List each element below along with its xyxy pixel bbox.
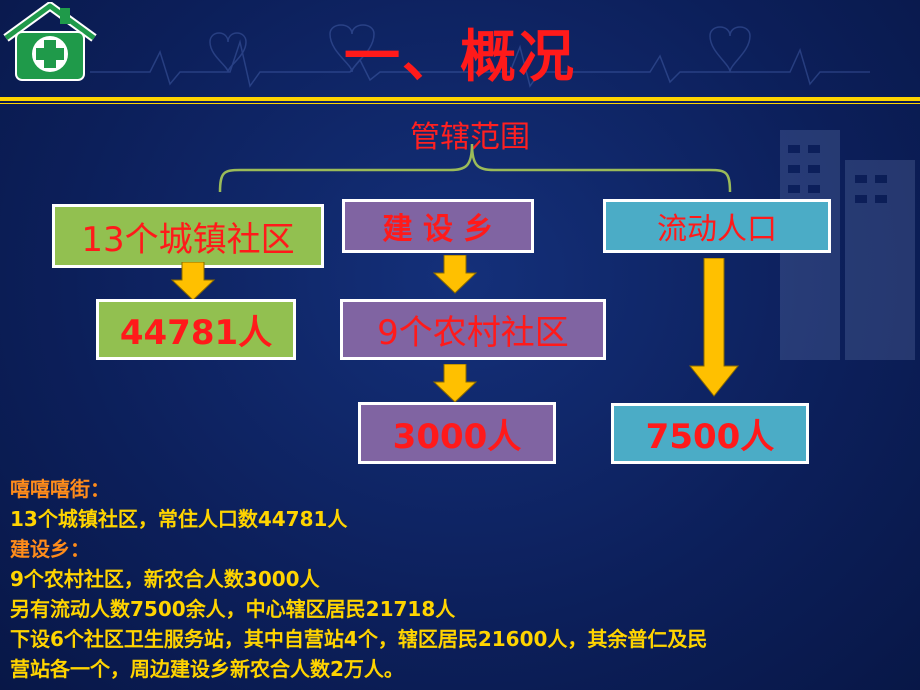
jianshe-township-box: 建 设 乡 xyxy=(342,199,534,253)
overview-notes: 嘻嘻嘻街： 13个城镇社区，常住人口数44781人 建设乡： 9个农村社区，新农… xyxy=(10,474,910,684)
rural-population-box: 3000人 xyxy=(358,402,556,464)
note-line: 13个城镇社区，常住人口数44781人 xyxy=(10,507,348,531)
floating-population-box: 流动人口 xyxy=(603,199,831,253)
urban-community-box: 13个城镇社区 xyxy=(52,204,324,268)
note-line: 嘻嘻嘻街： xyxy=(10,477,110,501)
title-divider xyxy=(0,97,920,101)
scope-label: 管辖范围 xyxy=(410,120,530,155)
down-arrow-icon xyxy=(432,255,478,294)
scope-brace xyxy=(218,143,732,193)
note-line: 下设6个社区卫生服务站，其中自营站4个，辖区居民21600人，其余普仁及民 xyxy=(10,627,708,651)
title-divider-thin xyxy=(0,103,920,104)
down-arrow-icon xyxy=(688,258,740,397)
note-line: 建设乡： xyxy=(10,537,90,561)
down-arrow-icon xyxy=(170,262,216,301)
floating-population-count-box: 7500人 xyxy=(611,403,809,464)
rural-community-box: 9个农村社区 xyxy=(340,299,606,360)
note-line: 9个农村社区，新农合人数3000人 xyxy=(10,567,320,591)
ecg-heart-decoration xyxy=(90,24,870,88)
note-line: 营站各一个，周边建设乡新农合人数2万人。 xyxy=(10,657,404,681)
note-line: 另有流动人数7500余人，中心辖区居民21718人 xyxy=(10,597,456,621)
urban-population-box: 44781人 xyxy=(96,299,296,360)
down-arrow-icon xyxy=(432,364,478,403)
slide-title: 一、概况 xyxy=(344,25,576,90)
hospital-cross-logo-icon xyxy=(3,2,97,81)
